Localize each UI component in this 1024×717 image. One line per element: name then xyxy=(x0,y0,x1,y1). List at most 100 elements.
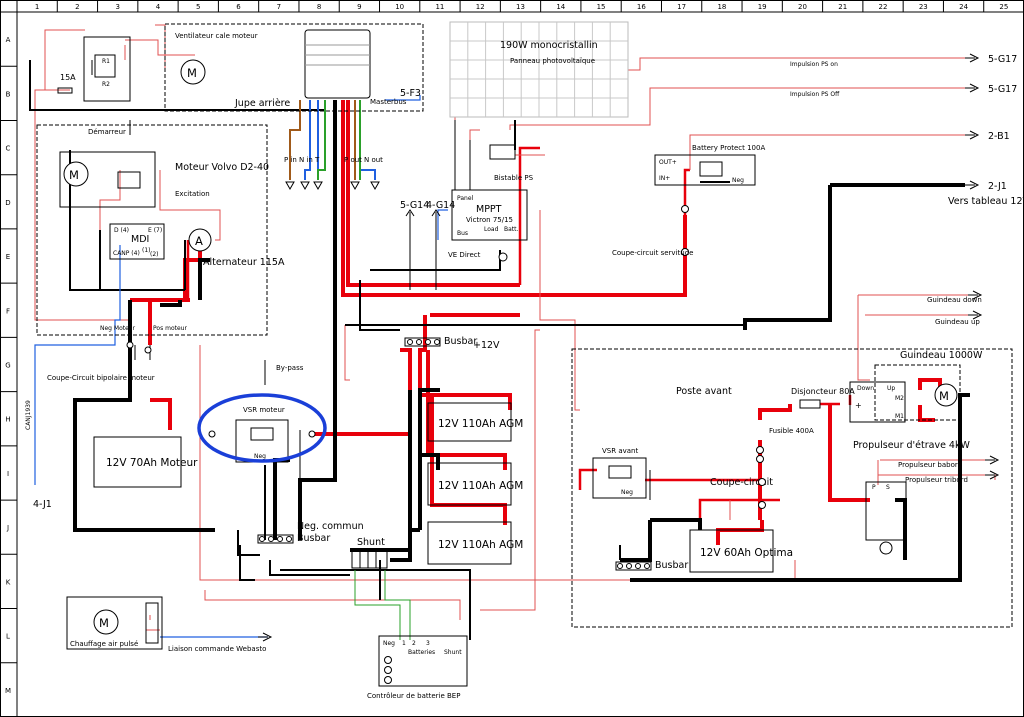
ventilateur-relay-coil xyxy=(94,54,116,78)
vsr-moteur-coil xyxy=(250,427,274,441)
webasto-arrow xyxy=(258,632,273,642)
terminal-arrow-icon xyxy=(370,181,380,191)
bistable-label: Bistable PS xyxy=(494,174,534,182)
vsr-highlight-circle xyxy=(197,393,327,463)
bep-2-label: 2 xyxy=(412,640,416,647)
vsr-avant-label: VSR avant xyxy=(602,447,638,455)
battery-protect-icon xyxy=(699,161,723,177)
excitation-label: Excitation xyxy=(175,190,210,198)
bep-shunt-label: Shunt xyxy=(444,649,462,656)
mppt-label: MPPT xyxy=(476,204,502,215)
busbar-neg-stud-1 xyxy=(259,536,265,542)
demarreur-label: Démarreur xyxy=(88,128,126,136)
mdi-canp-label: CANP (4) xyxy=(113,250,140,257)
neg-moteur-label: Neg Moteur xyxy=(100,325,136,332)
bp-neg-label: Neg xyxy=(732,177,744,184)
column-header: 10 xyxy=(395,3,404,11)
mdi-d-label: D (4) xyxy=(114,227,129,234)
demarreur-solenoid xyxy=(117,171,141,189)
row-header: M xyxy=(5,687,11,695)
ref-5g17-b: 5-G17 xyxy=(988,84,1017,95)
prop-s-label: S xyxy=(886,484,890,491)
moteur-volvo-frame xyxy=(36,124,268,336)
prop-tribord-arrow xyxy=(985,470,1000,480)
mdi-label: MDI xyxy=(131,234,149,245)
column-header: 16 xyxy=(637,3,646,11)
n-out-label: N out xyxy=(364,156,383,164)
battery-optima-label: 12V 60Ah Optima xyxy=(700,547,793,559)
column-header: 24 xyxy=(959,3,968,11)
vsr-avant-box xyxy=(592,457,647,499)
solar-panel-subtitle: Panneau photovoltaïque xyxy=(510,57,595,65)
guindeau-motor-glyph: M xyxy=(939,389,949,403)
column-header: 7 xyxy=(277,3,281,11)
row-header: D xyxy=(5,199,10,207)
busbar-neg-stud-2 xyxy=(268,536,274,542)
row-header: C xyxy=(6,145,11,153)
mppt-load-terminal-icon xyxy=(498,252,508,262)
guindeau-up-arrow xyxy=(968,310,983,320)
positive-thin-wires xyxy=(34,24,996,631)
impulsion-on-arrow xyxy=(965,53,980,63)
battery-agm-3-box xyxy=(427,521,512,565)
alternateur-icon xyxy=(188,228,212,252)
column-header: 22 xyxy=(879,3,888,11)
terminal-arrow-icon xyxy=(300,181,310,191)
column-header: 17 xyxy=(677,3,686,11)
busbar-plus-stud-2 xyxy=(416,339,422,345)
coupe-circuit-terminal-top xyxy=(758,478,766,486)
coupe-bipolaire-terminal-2 xyxy=(144,346,152,354)
column-header: 20 xyxy=(798,3,807,11)
vsr-avant-neg-label: Neg xyxy=(621,489,633,496)
busbar-avant-stud-4 xyxy=(644,563,650,569)
column-header: 2 xyxy=(75,3,79,11)
shunt-sense-wires xyxy=(354,570,411,640)
guindeau-up-label: Guindeau up xyxy=(935,318,980,326)
mppt-load-label: Load xyxy=(484,226,499,233)
column-header: 21 xyxy=(838,3,847,11)
demarreur-motor-icon xyxy=(63,161,89,187)
battery-agm-2-label: 12V 110Ah AGM xyxy=(438,480,523,492)
ventilateur-frame xyxy=(164,23,424,112)
row-header: G xyxy=(5,362,10,370)
p-in-label: P in xyxy=(284,156,297,164)
column-header: 15 xyxy=(597,3,606,11)
prop-tribord-label: Propulseur tribord xyxy=(905,476,968,484)
ref-4j1: 4-J1 xyxy=(33,499,52,510)
battery-agm-3-label: 12V 110Ah AGM xyxy=(438,539,523,551)
vers-tableau-label: Vers tableau 12V xyxy=(948,196,1024,207)
mdi-e-label: E (7) xyxy=(148,227,162,234)
disjoncteur-icon xyxy=(799,399,821,409)
ref-5g14: 5-G14 xyxy=(400,200,429,211)
ventilateur-relay xyxy=(83,36,131,102)
busbar-avant-stud-1 xyxy=(617,563,623,569)
mdi-1-label: (1) xyxy=(142,247,151,254)
moteur-volvo-label: Moteur Volvo D2-40 xyxy=(175,162,269,173)
ac-terminal-arrows xyxy=(285,181,380,191)
vsr-moteur-label: VSR moteur xyxy=(243,406,285,414)
t-label: T xyxy=(314,156,320,164)
column-header: 1 xyxy=(35,3,39,11)
ac-brown-wires xyxy=(289,100,356,180)
column-header: 18 xyxy=(717,3,726,11)
ref-4g14: 4-G14 xyxy=(426,200,455,211)
bistable-coil xyxy=(489,144,516,160)
shunt-label: Shunt xyxy=(357,537,385,548)
bep-1-label: 1 xyxy=(402,640,406,647)
plus-12v-label: +12V xyxy=(473,340,500,351)
guindeau-m2-label: M2 xyxy=(895,395,904,402)
row-header: L xyxy=(6,633,10,641)
busbar-plus-stud-1 xyxy=(407,339,413,345)
prop-p-label: P xyxy=(872,484,876,491)
coupe-bipolaire-terminal-1 xyxy=(126,341,134,349)
mppt-panel-label: Panel xyxy=(457,195,474,202)
mdi-box xyxy=(109,223,165,260)
masterbus-label: Masterbus xyxy=(370,98,407,106)
bep-neg-label: Neg xyxy=(383,640,395,647)
guindeau-down-terminal: Down xyxy=(857,385,874,392)
vsr-moteur-terminal-1 xyxy=(208,430,216,438)
demarreur-box xyxy=(59,151,156,208)
guindeau-label: Guindeau 1000W xyxy=(900,350,983,361)
bep-led-2 xyxy=(384,666,392,674)
